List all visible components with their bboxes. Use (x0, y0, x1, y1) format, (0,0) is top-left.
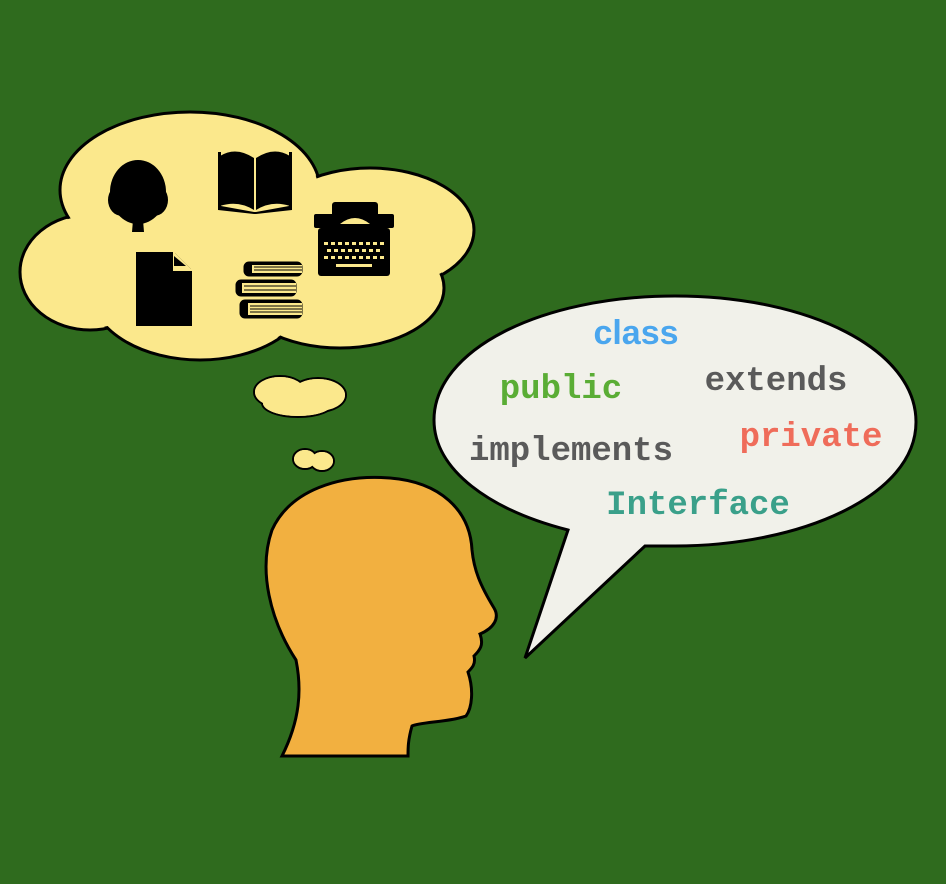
stacked-books-icon (235, 261, 303, 319)
open-book-icon (218, 151, 292, 214)
word-extends: extends (705, 363, 848, 401)
head-silhouette (264, 475, 498, 758)
typewriter-icon (314, 202, 394, 276)
document-icon (136, 252, 192, 326)
word-public: public (500, 371, 622, 409)
word-implements: implements (469, 433, 673, 471)
speech-bubble (432, 294, 918, 660)
tree-icon (108, 160, 168, 232)
word-private: private (740, 419, 883, 457)
word-class: class (593, 314, 678, 352)
word-interface: Interface (606, 487, 790, 525)
thought-bubble-large-fill (255, 377, 345, 416)
